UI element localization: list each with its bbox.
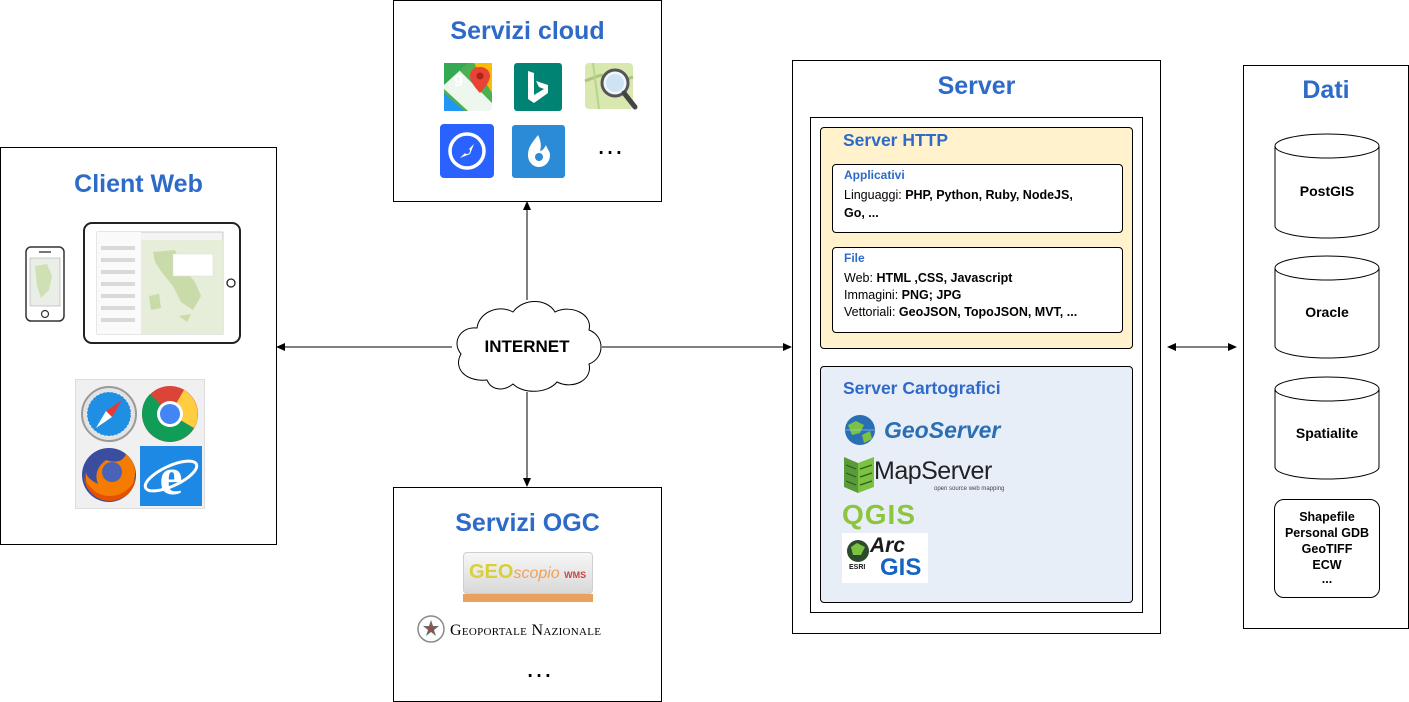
internet-cloud: INTERNET (447, 296, 607, 396)
google-maps-icon: g (444, 63, 492, 111)
chrome-icon (141, 386, 198, 442)
navigation-icon (440, 124, 494, 178)
format-shapefile: Shapefile (1299, 510, 1355, 524)
file-formats-box: Shapefile Personal GDB GeoTIFF ECW ... (1274, 499, 1380, 598)
cloud-services-title: Servizi cloud (450, 17, 605, 45)
browser-icons: e (75, 379, 205, 509)
oracle-cylinder: Oracle (1274, 255, 1380, 359)
vector-values: GeoJSON, TopoJSON, MVT, ... (898, 305, 1078, 319)
postgis-label: PostGIS (1299, 183, 1355, 199)
data-box: Dati PostGIS Oracle Spatialite Shapefile… (1243, 65, 1409, 629)
qgis-logo: QGIS (842, 499, 917, 530)
applicativi-box: Applicativi Linguaggi: PHP, Python, Ruby… (832, 164, 1123, 233)
images-label: Immagini: (844, 288, 899, 302)
file-box: File Web: HTML ,CSS, Javascript Immagini… (832, 247, 1123, 333)
arcgis-esri: ESRI (849, 564, 866, 571)
arcgis-arc: Arc (870, 534, 906, 557)
geoserver-label: GeoServer (884, 417, 1001, 443)
arcgis-gis: GIS (880, 554, 922, 581)
format-more: ... (1321, 572, 1333, 586)
svg-text:e: e (159, 449, 182, 506)
mapbox-icon (512, 125, 565, 178)
geoserver-logo: GeoServer (842, 413, 1002, 447)
server-title: Server (937, 72, 1016, 100)
server-inner-frame: Server HTTP Applicativi Linguaggi: PHP, … (810, 117, 1143, 613)
server-box: Server Server HTTP Applicativi Linguaggi… (792, 60, 1161, 634)
http-server-panel: Server HTTP Applicativi Linguaggi: PHP, … (820, 127, 1133, 349)
carto-server-title: Server Cartografici (843, 378, 1001, 398)
firefox-icon (82, 448, 136, 502)
postgis-cylinder: PostGIS (1274, 133, 1380, 239)
http-server-title: Server HTTP (843, 130, 949, 150)
geoscopio-geo: GEO (469, 561, 514, 583)
geoscopio-scopio: scopio (513, 565, 560, 582)
geoscopio-wms: WMS (564, 570, 587, 580)
cloud-services-box: Servizi cloud g (393, 0, 662, 202)
safari-icon (81, 386, 137, 442)
oracle-label: Oracle (1305, 304, 1349, 320)
data-title: Dati (1302, 76, 1350, 104)
web-label: Web: (844, 271, 873, 285)
phone-icon (25, 246, 65, 322)
client-web-title: Client Web (74, 170, 203, 198)
italy-emblem-icon (416, 614, 446, 644)
spatialite-label: Spatialite (1295, 425, 1359, 441)
bing-icon (514, 63, 562, 111)
format-ecw: ECW (1312, 558, 1342, 572)
spatialite-cylinder: Spatialite (1274, 376, 1380, 480)
format-geotiff: GeoTIFF (1301, 542, 1353, 556)
internet-label: INTERNET (484, 337, 570, 356)
applicativi-title: Applicativi (844, 168, 905, 182)
openstreetmap-icon (581, 57, 639, 115)
images-values: PNG; JPG (901, 288, 962, 302)
geoscopio-logo: GEOscopio WMS (463, 552, 593, 602)
mapserver-logo: MapServer open source web mapping (842, 455, 1012, 497)
languages-values: PHP, Python, Ruby, NodeJS, (905, 188, 1073, 202)
cloud-more-ellipsis: … (596, 129, 624, 160)
vector-label: Vettoriali: (844, 305, 896, 319)
languages-values-cont: Go, ... (844, 206, 879, 220)
ogc-services-box: Servizi OGC GEOscopio WMS Geoportale Naz… (393, 487, 662, 702)
arcgis-logo: Arc ESRI GIS (842, 533, 928, 583)
client-web-box: Client Web (0, 147, 277, 545)
internet-explorer-icon: e (140, 446, 202, 506)
file-title: File (844, 251, 865, 265)
geoportale-nazionale-label: Geoportale Nazionale (450, 622, 602, 639)
languages-label: Linguaggi: (844, 188, 902, 202)
mapserver-tagline: open source web mapping (934, 486, 1005, 492)
carto-server-panel: Server Cartografici GeoServer MapS (820, 366, 1133, 603)
tablet-icon (83, 222, 241, 344)
ogc-more-ellipsis: … (525, 652, 553, 683)
format-personal-gdb: Personal GDB (1284, 526, 1370, 540)
ogc-services-title: Servizi OGC (455, 509, 600, 537)
web-values: HTML ,CSS, Javascript (876, 271, 1013, 285)
mapserver-label: MapServer (874, 457, 992, 485)
svg-text:g: g (454, 70, 463, 87)
